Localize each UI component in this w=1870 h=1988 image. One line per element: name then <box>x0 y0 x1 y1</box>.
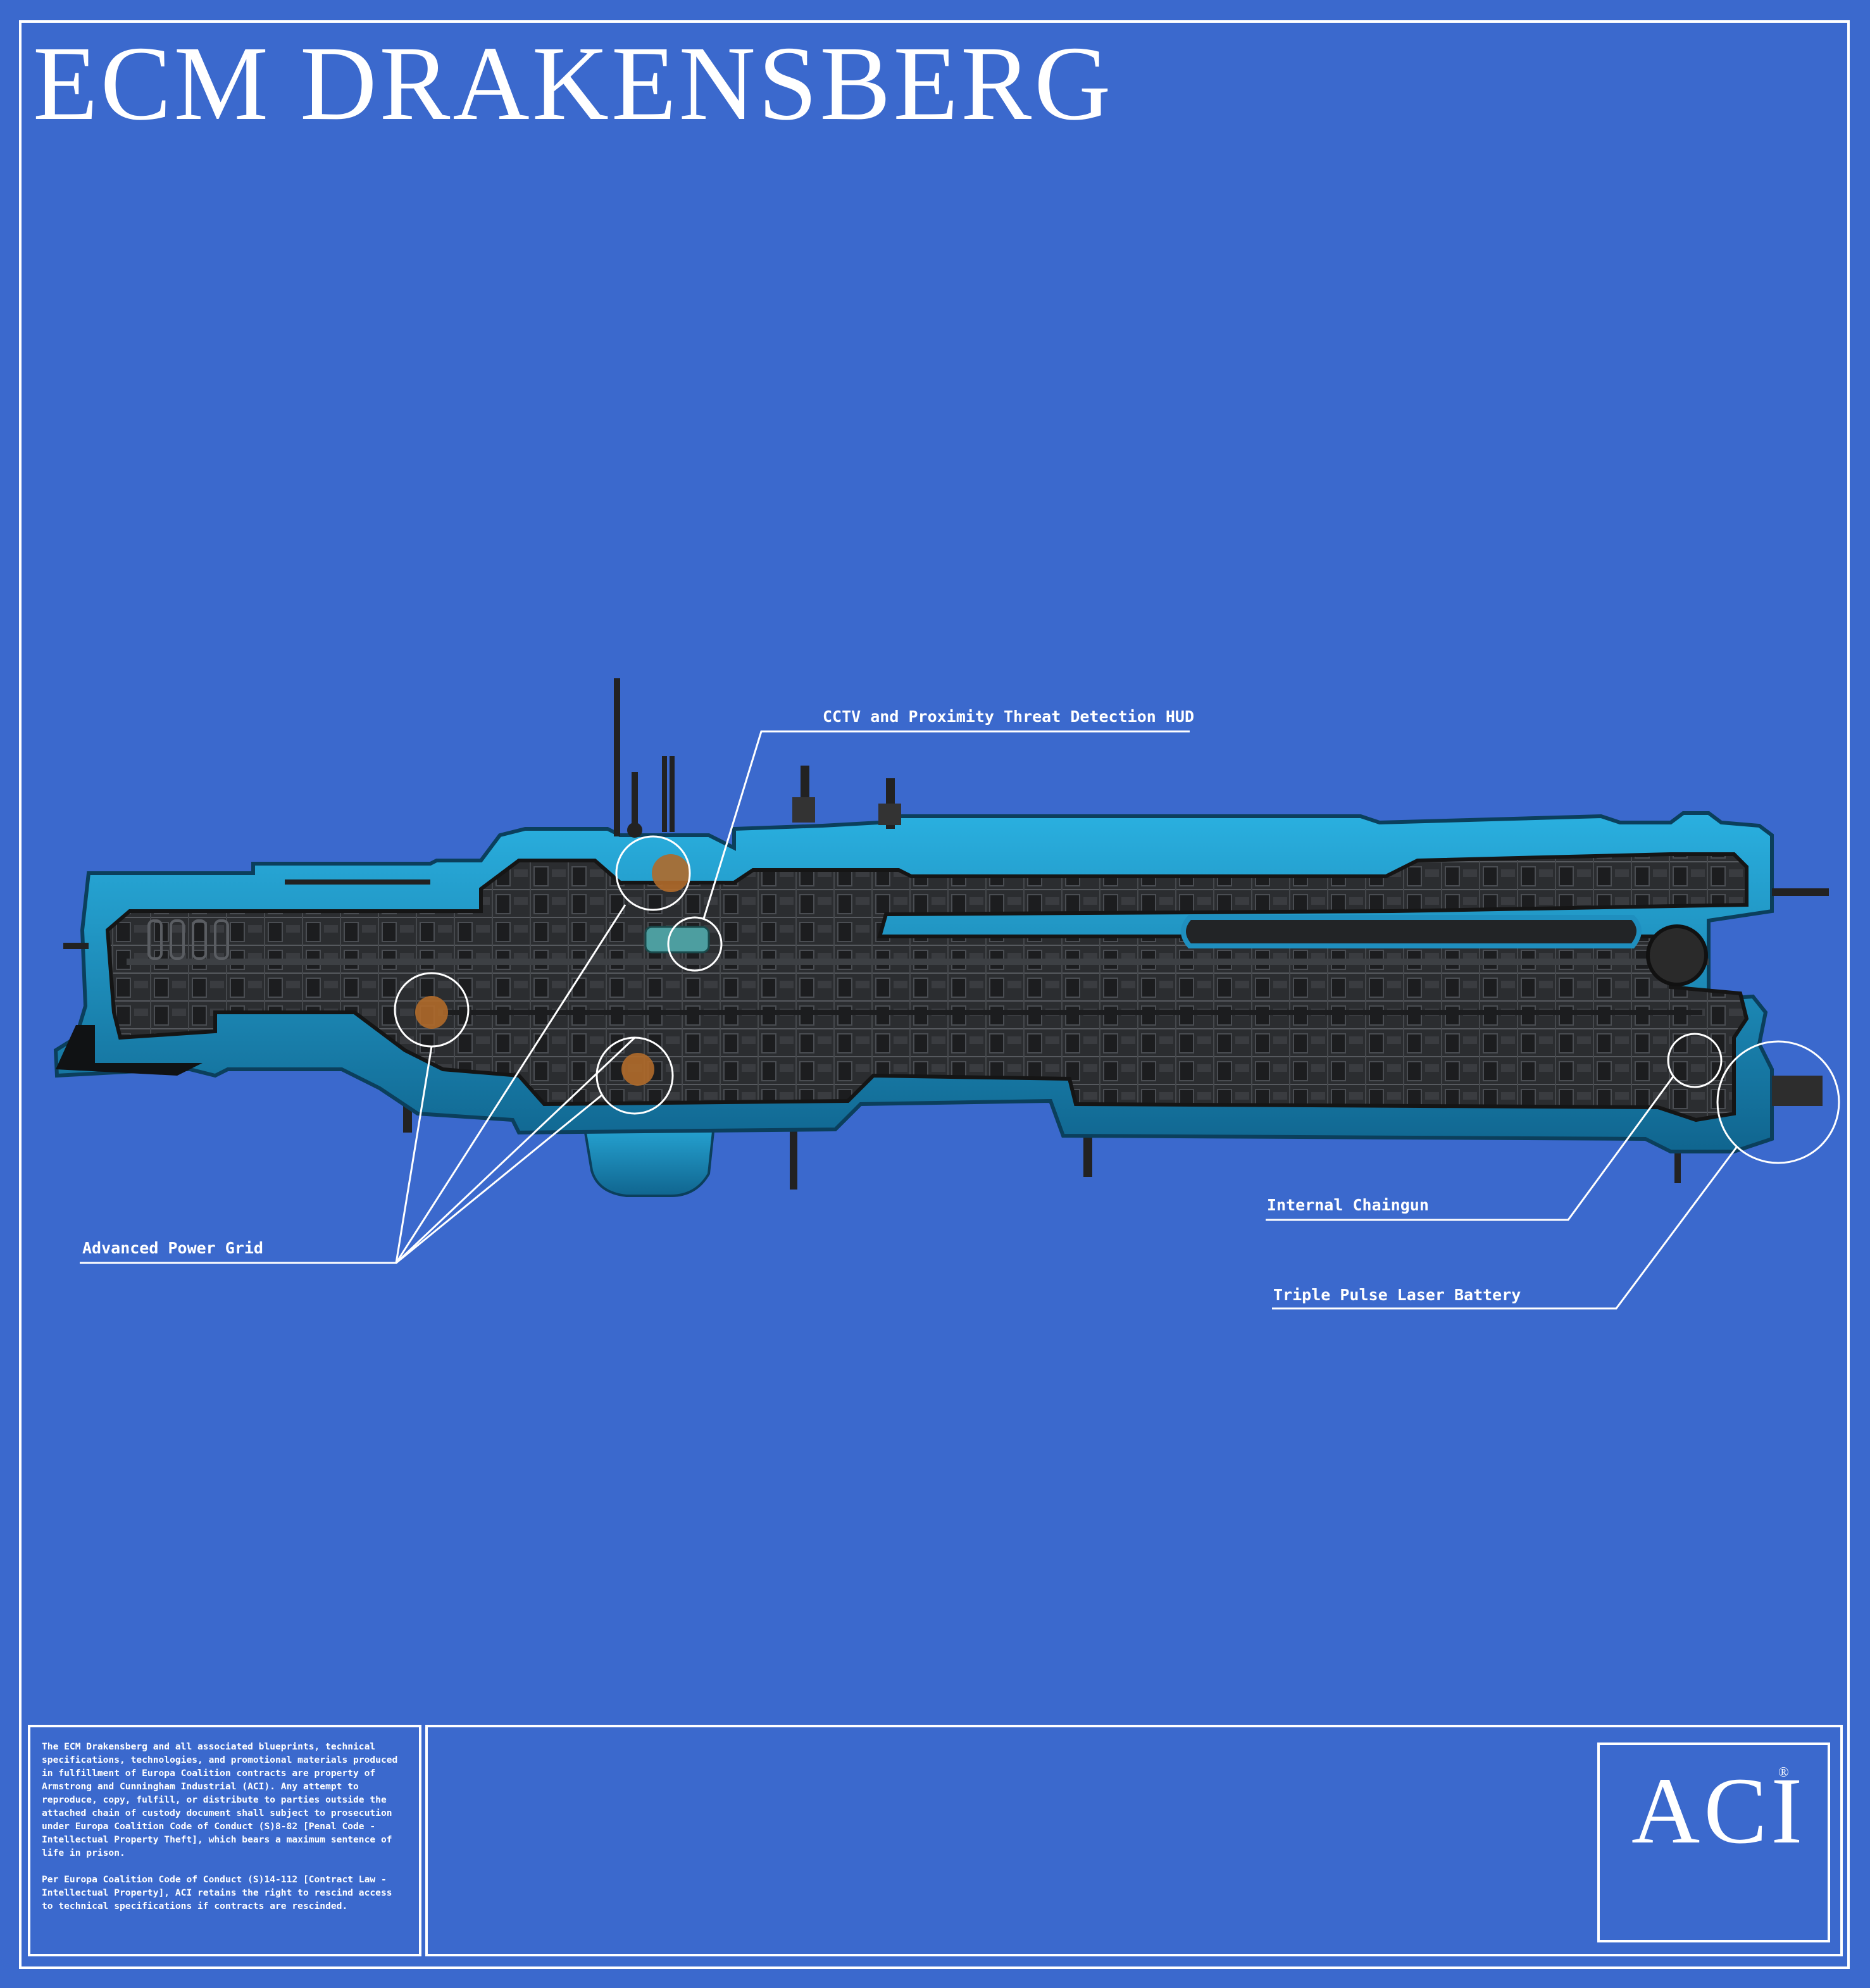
legal-paragraph-2: Per Europa Coalition Code of Conduct (S)… <box>42 1874 392 1911</box>
ship-interior <box>105 852 1749 1122</box>
callout-circle-chaingun <box>1667 1033 1723 1088</box>
registered-mark: ® <box>1778 1764 1789 1780</box>
title-block-panel <box>425 1725 1843 1956</box>
legal-paragraph-1: The ECM Drakensberg and all associated b… <box>42 1741 398 1858</box>
callout-label-cctv: CCTV and Proximity Threat Detection HUD <box>823 707 1194 726</box>
callout-label-laser: Triple Pulse Laser Battery <box>1273 1286 1521 1304</box>
callout-circle-cctv-hud <box>667 916 723 972</box>
callout-line-chaingun <box>1266 1075 1675 1221</box>
callout-line-power-grid-b <box>395 904 626 1264</box>
callout-line-power-grid-c <box>395 1036 636 1264</box>
callout-line-cctv <box>702 730 1190 919</box>
page-title: ECM DRAKENSBERG <box>33 25 1114 142</box>
callout-label-power-grid: Advanced Power Grid <box>82 1239 263 1257</box>
ship-masts-turrets <box>63 678 1829 1106</box>
ship-nose-plate <box>56 1025 203 1076</box>
callout-circle-cctv-camera <box>615 835 691 911</box>
legal-notice: The ECM Drakensberg and all associated b… <box>28 1725 421 1956</box>
aci-logo-box: ACI ® <box>1597 1743 1830 1942</box>
callout-line-power-grid-d <box>396 1093 603 1264</box>
callout-circle-laser <box>1716 1040 1840 1164</box>
callout-label-chaingun: Internal Chaingun <box>1267 1196 1429 1214</box>
blueprint-frame <box>19 20 1850 1969</box>
callout-line-laser <box>1272 1146 1738 1310</box>
aci-logo: ACI <box>1631 1758 1807 1863</box>
